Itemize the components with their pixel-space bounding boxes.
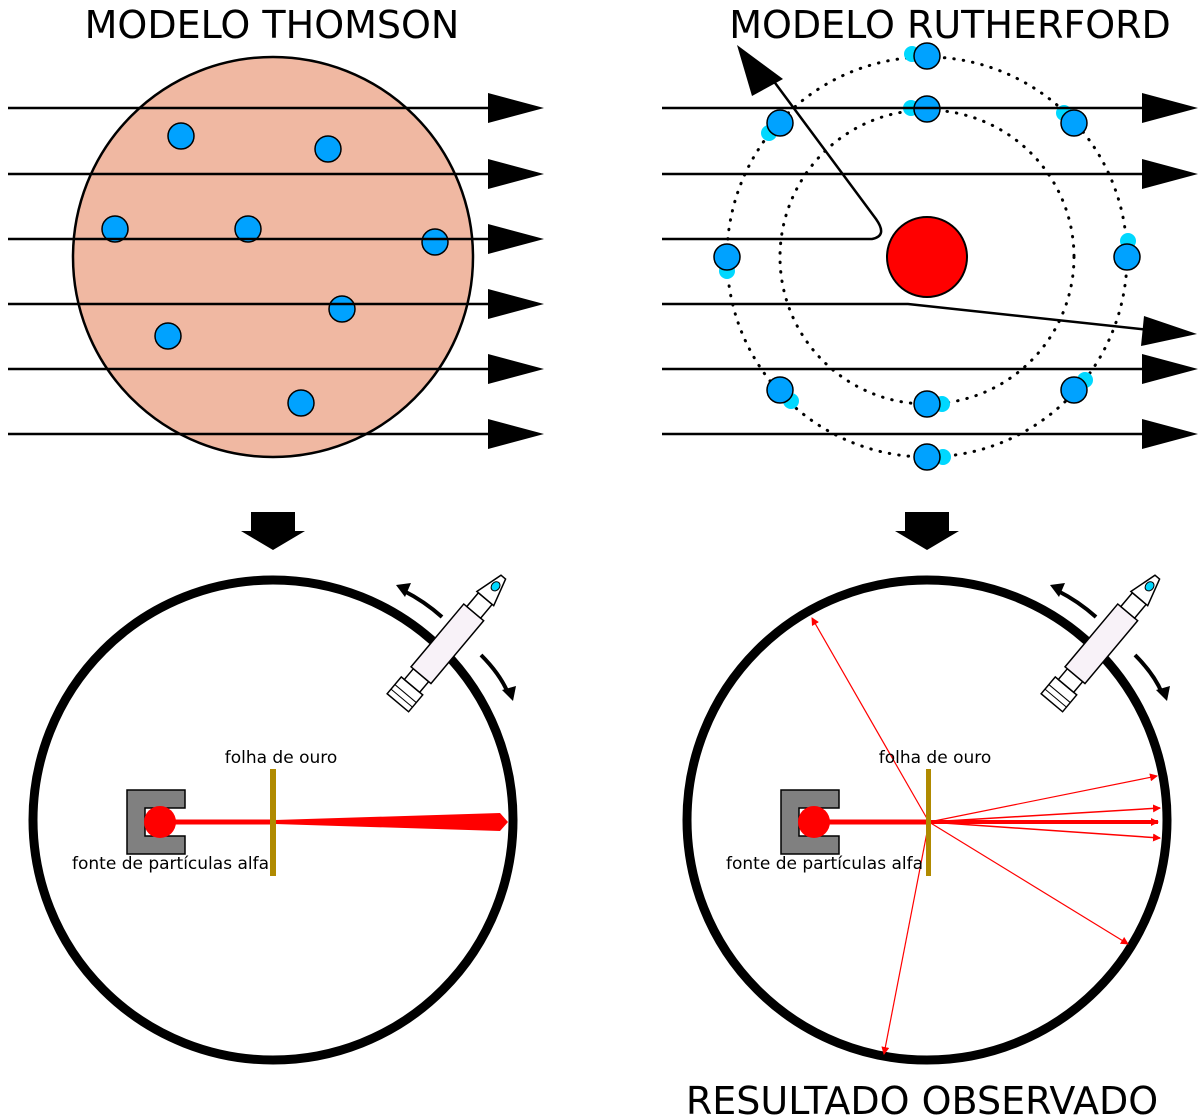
scatter-path: [928, 821, 1161, 842]
alpha-path-deflected: [662, 302, 1197, 346]
alpha-source-label: fonte de partículas alfa: [72, 854, 269, 874]
gold-foil: [270, 769, 276, 876]
scattered-alpha-paths: [811, 617, 1161, 1055]
thomson-title: MODELO THOMSON: [85, 3, 460, 47]
gold-foil-label: folha de ouro: [879, 748, 992, 768]
observed-experiment: folha de ouro fonte de partículas alfa: [682, 574, 1172, 1065]
electron: [1060, 109, 1088, 137]
alpha-path-arrow: [662, 93, 1198, 123]
alpha-path-arrow: [8, 159, 544, 189]
scatter-path: [928, 773, 1158, 823]
electron: [766, 109, 794, 137]
electron: [766, 376, 794, 404]
scatter-path: [811, 617, 930, 823]
alpha-path-arrow: [8, 354, 544, 384]
rutherford-model: [662, 42, 1198, 471]
scatter-path: [928, 804, 1161, 823]
thomson-alpha-paths: [8, 93, 544, 449]
alpha-source-label: fonte de partículas alfa: [726, 854, 923, 874]
electron: [287, 389, 315, 417]
down-arrow-icon: [895, 512, 959, 550]
alpha-path-arrow: [662, 159, 1198, 189]
electron: [421, 228, 449, 256]
alpha-source-housing: [780, 789, 840, 855]
microscope-icon: [1040, 574, 1161, 713]
thomson-expected-experiment: folha de ouro fonte de partículas alfa: [28, 574, 518, 1065]
nucleus: [886, 216, 968, 298]
electron: [101, 215, 129, 243]
electron: [1060, 376, 1088, 404]
gold-foil-label: folha de ouro: [225, 748, 338, 768]
rutherford-electrons: [713, 42, 1141, 471]
electron: [234, 215, 262, 243]
scatter-path: [881, 821, 930, 1055]
rotation-arrow-icon: [396, 583, 516, 701]
alpha-path-arrow: [662, 419, 1198, 449]
alpha-source: [144, 806, 176, 838]
alpha-path-arrow: [662, 354, 1198, 384]
alpha-path-arrow: [8, 419, 544, 449]
rutherford-alpha-paths: [662, 45, 1198, 449]
detector-screen: [682, 575, 1172, 1065]
electron: [1113, 243, 1141, 271]
rotation-arrow-icon: [1050, 583, 1170, 701]
electron: [913, 42, 941, 70]
alpha-path-arrow: [8, 93, 544, 123]
result-title: RESULTADO OBSERVADO: [686, 1079, 1158, 1119]
thomson-model: [8, 55, 544, 459]
detector-screen: [28, 575, 518, 1065]
electron: [314, 135, 342, 163]
electron: [154, 322, 182, 350]
electron: [713, 243, 741, 271]
rutherford-title: MODELO RUTHERFORD: [729, 3, 1171, 47]
alpha-path-arrow: [8, 224, 544, 254]
alpha-path-backscattered: [662, 45, 883, 241]
electron: [167, 122, 195, 150]
thomson-electrons: [101, 122, 449, 417]
alpha-source: [798, 806, 830, 838]
electron: [913, 390, 941, 418]
gold-foil: [926, 769, 931, 876]
down-arrow-icon: [241, 512, 305, 550]
electron: [913, 443, 941, 471]
alpha-source-housing: [126, 789, 186, 855]
thomson-positive-sphere: [71, 55, 475, 459]
electron: [328, 295, 356, 323]
scatter-path: [928, 821, 1129, 945]
alpha-beam-transmitted: [275, 813, 508, 831]
microscope-icon: [386, 574, 507, 713]
alpha-path-arrow: [8, 289, 544, 319]
